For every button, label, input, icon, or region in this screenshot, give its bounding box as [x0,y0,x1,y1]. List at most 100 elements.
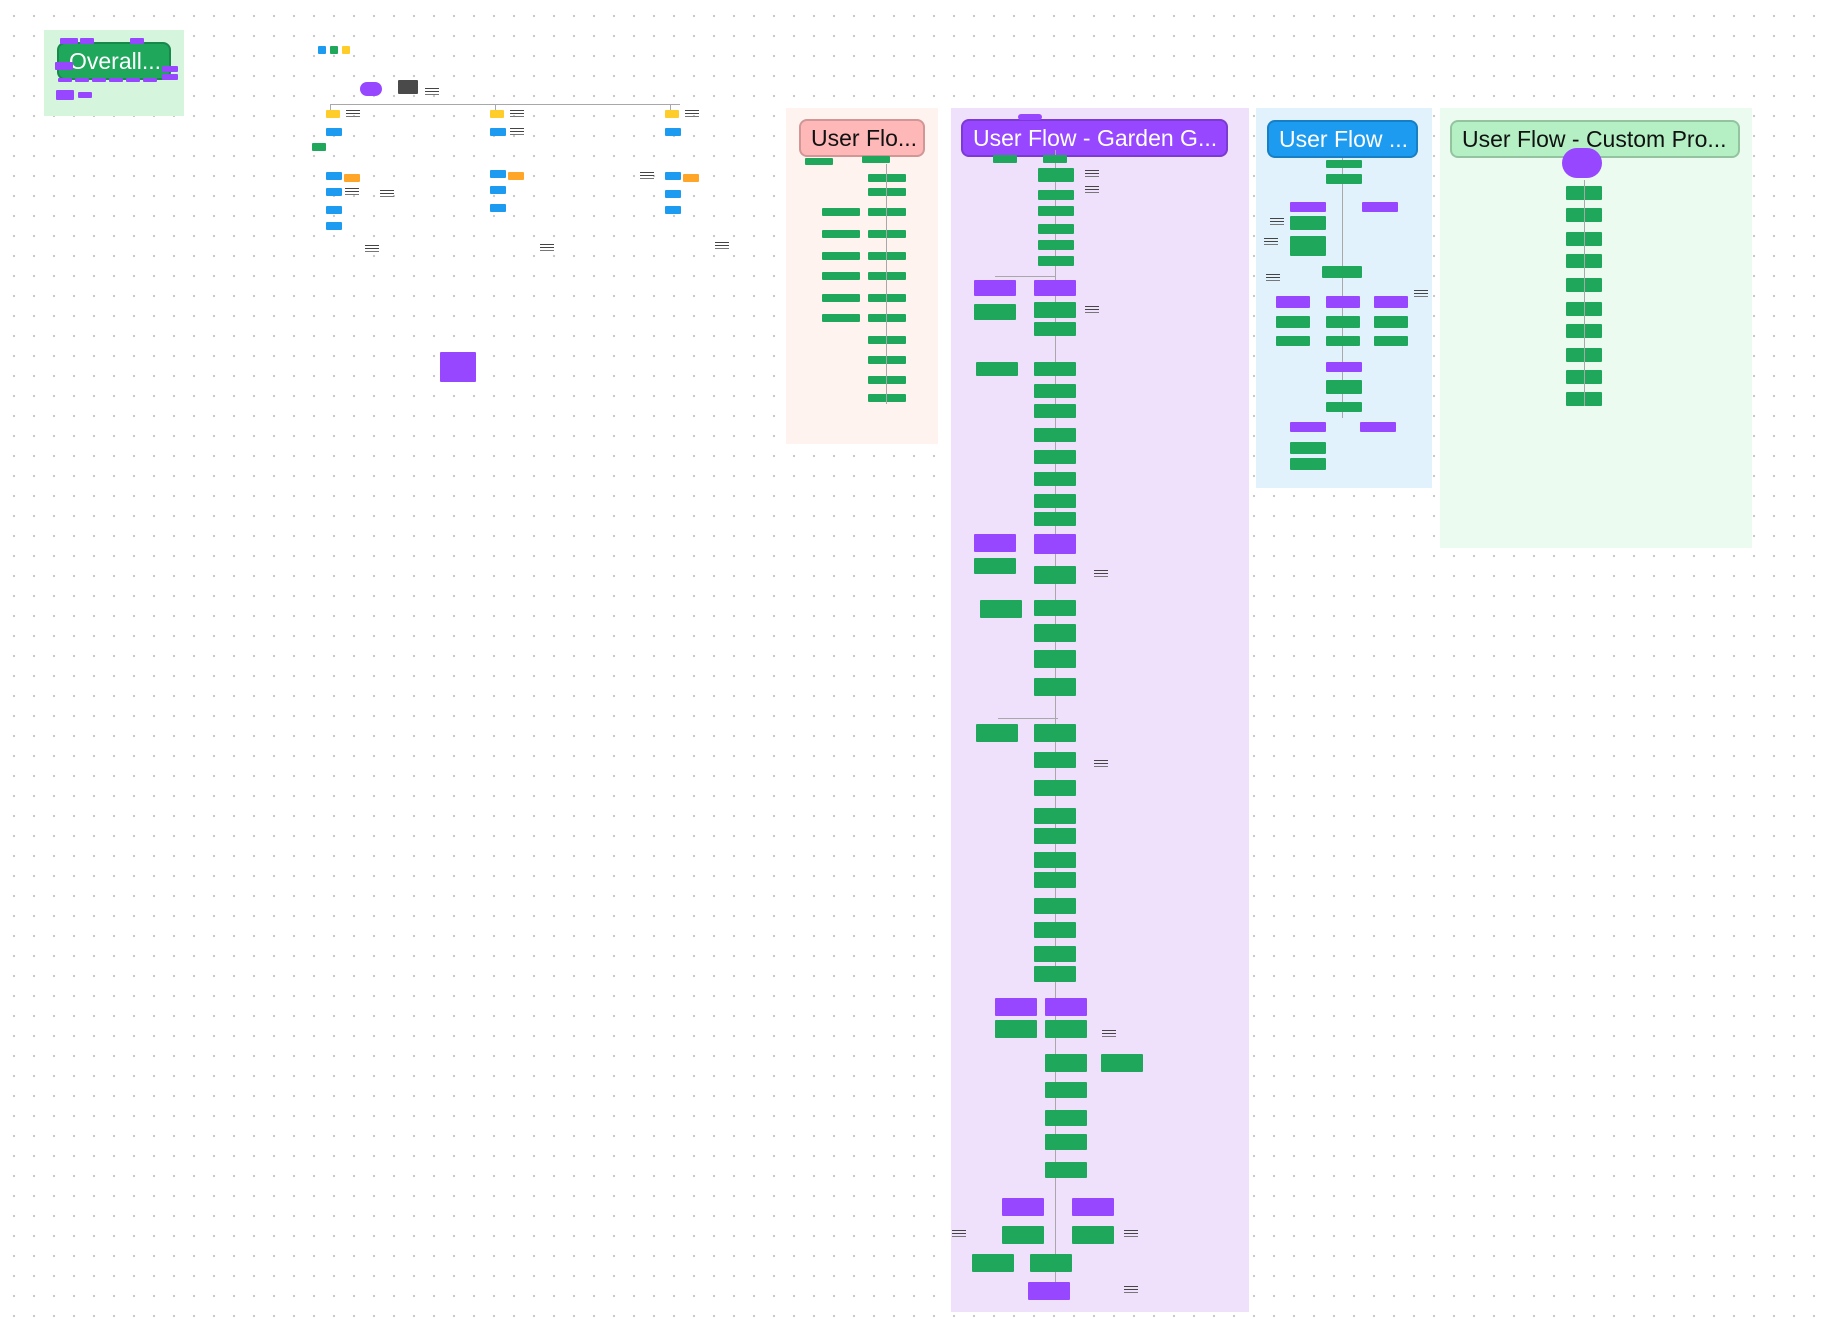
sticky-text-note[interactable] [640,172,654,173]
flow-node[interactable] [326,172,342,180]
flow-node[interactable] [344,174,360,182]
sticky-text-note[interactable] [1085,306,1099,307]
flow-node[interactable] [868,174,906,182]
flow-node[interactable] [1034,624,1076,642]
flow-node[interactable] [162,66,178,72]
flow-node[interactable] [868,356,906,364]
flow-node[interactable] [490,128,506,136]
flow-node[interactable] [490,110,504,118]
flow-node[interactable] [75,78,89,82]
flow-node[interactable] [665,172,681,180]
sticky-text-note[interactable] [1102,1030,1116,1031]
flow-node[interactable] [974,280,1016,296]
flow-node[interactable] [58,78,72,82]
sticky-text-note[interactable] [1094,570,1108,571]
flow-node[interactable] [868,208,906,216]
flow-node[interactable] [1034,808,1076,824]
flow-node[interactable] [1326,316,1360,328]
sticky-text-note[interactable] [1266,274,1280,275]
frame-title-user-flow-custom[interactable]: User Flow - Custom Pro... [1450,120,1740,158]
flow-node[interactable] [1038,190,1074,200]
flow-node[interactable] [1322,266,1362,278]
flow-node[interactable] [143,78,157,82]
flow-node[interactable] [1290,216,1326,230]
flow-node[interactable] [1038,168,1074,182]
flow-node[interactable] [1034,362,1076,376]
frame-title-overall[interactable]: Overall... [57,42,171,80]
sticky-text-note[interactable] [1124,1230,1138,1231]
flow-node[interactable] [1326,362,1362,372]
flow-node[interactable] [326,128,342,136]
flow-node[interactable] [130,38,144,44]
flow-node[interactable] [974,558,1016,574]
flow-node[interactable] [1038,224,1074,234]
frame-title-user-flow-1[interactable]: User Flo... [799,119,925,157]
flow-node[interactable] [109,78,123,82]
flow-node[interactable] [92,78,106,82]
sticky-text-note[interactable] [510,110,524,111]
flow-node[interactable] [508,172,524,180]
flow-node[interactable] [1290,458,1326,470]
color-swatch-icon[interactable] [342,46,350,54]
flow-node[interactable] [1034,302,1076,318]
flow-node[interactable] [993,155,1017,163]
flow-node[interactable] [1045,1082,1087,1098]
flow-node[interactable] [1045,1020,1087,1038]
flow-node[interactable] [1374,316,1408,328]
flow-node[interactable] [312,143,326,151]
flow-node[interactable] [1002,1198,1044,1216]
sticky-text-note[interactable] [1270,218,1284,219]
flow-node[interactable] [1002,1226,1044,1244]
flow-node[interactable] [1034,650,1076,668]
flow-node[interactable] [1038,206,1074,216]
flow-node[interactable] [665,128,681,136]
sticky-text-note[interactable] [1085,170,1099,171]
flow-node[interactable] [1562,148,1602,178]
flow-node[interactable] [1045,1134,1087,1150]
flow-node[interactable] [1045,1054,1087,1072]
flow-node[interactable] [1034,534,1076,554]
flow-node[interactable] [1034,780,1076,796]
standalone-shape[interactable] [440,352,476,382]
flow-node[interactable] [868,336,906,344]
flow-node[interactable] [1276,336,1310,346]
image-thumbnail-icon[interactable] [398,80,418,94]
flow-node[interactable] [1034,852,1076,868]
flow-node[interactable] [868,314,906,322]
sticky-text-note[interactable] [345,188,359,189]
flow-node[interactable] [326,206,342,214]
flow-node[interactable] [1034,872,1076,888]
sticky-text-note[interactable] [1414,290,1428,291]
flow-node[interactable] [1290,236,1326,256]
flow-node[interactable] [1290,422,1326,432]
flow-node[interactable] [1374,336,1408,346]
flow-node[interactable] [1276,296,1310,308]
color-swatch-icon[interactable] [330,46,338,54]
sticky-text-note[interactable] [1124,1286,1138,1287]
flow-node[interactable] [56,90,74,100]
flow-node[interactable] [1045,1110,1087,1126]
flow-node[interactable] [55,62,73,70]
flow-node[interactable] [974,534,1016,552]
flow-node[interactable] [1326,336,1360,346]
flow-node[interactable] [1045,998,1087,1016]
flow-node[interactable] [1038,256,1074,266]
flow-node[interactable] [822,272,860,280]
flow-node[interactable] [868,376,906,384]
color-swatch-icon[interactable] [318,46,326,54]
flow-node[interactable] [1034,946,1076,962]
flow-node[interactable] [1326,402,1362,412]
flow-node[interactable] [665,190,681,198]
sticky-text-note[interactable] [425,88,439,89]
flow-node[interactable] [665,110,679,118]
flow-node[interactable] [1034,280,1076,296]
flow-node[interactable] [822,208,860,216]
flow-node[interactable] [980,600,1022,618]
flow-node[interactable] [868,230,906,238]
flow-node[interactable] [1018,114,1042,120]
frame-title-user-flow-garden[interactable]: User Flow - Garden G... [961,119,1228,157]
flow-node[interactable] [822,230,860,238]
flow-node[interactable] [1034,428,1076,442]
flow-node[interactable] [976,362,1018,376]
